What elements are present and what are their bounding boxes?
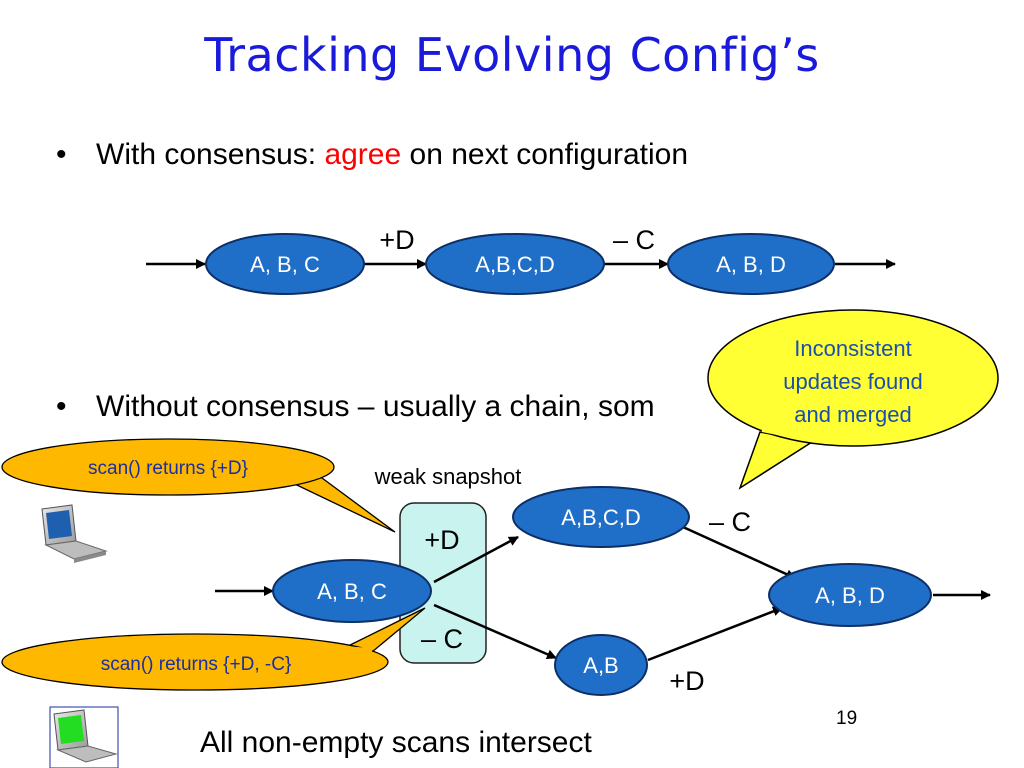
- top-node-abd-label: A, B, D: [716, 252, 786, 277]
- top-node-abc-label: A, B, C: [250, 252, 320, 277]
- top-node-abc: A, B, C: [205, 233, 365, 295]
- bottom-arrow-abcd-to-abd: [682, 525, 796, 580]
- callout-scan-dc-text: scan() returns {+D, -C}: [101, 654, 292, 675]
- snapshot-op-add-d: +D: [424, 525, 459, 555]
- callout-scan-d-text: scan() returns {+D}: [88, 458, 248, 479]
- top-node-abd: A, B, D: [667, 233, 835, 295]
- callout-scan-d: scan() returns {+D}: [1, 438, 396, 533]
- snapshot-op-remove-c: – C: [421, 624, 463, 654]
- laptop-icon: [41, 504, 108, 563]
- bottom-node-ab-label: A,B: [583, 653, 618, 678]
- footer-text: All non-empty scans intersect: [200, 726, 592, 759]
- bullet-text-suffix: on next configuration: [401, 138, 689, 171]
- bottom-node-ab: A,B: [554, 634, 648, 696]
- bottom-node-abcd: A,B,C,D: [512, 486, 690, 548]
- bullet-consensus: • With consensus: agree on next configura…: [56, 138, 688, 172]
- bottom-arrow-to-abcd: [433, 535, 519, 584]
- bullet-text: Without consensus – usually a chain, som: [96, 390, 655, 423]
- bubble-line-2: updates found: [783, 369, 922, 394]
- bullet-dot: •: [56, 138, 67, 171]
- top-edge-remove-c: – C: [613, 225, 655, 255]
- bullet-dot: •: [56, 390, 67, 423]
- bullet-no-consensus: • Without consensus – usually a chain, so…: [56, 390, 655, 424]
- bullet-highlight: agree: [324, 138, 402, 171]
- top-node-abcd-label: A,B,C,D: [475, 252, 554, 277]
- callout-scan-dc: scan() returns {+D, -C}: [1, 607, 426, 691]
- bottom-edge-remove-c: – C: [709, 507, 751, 537]
- bullet-text-prefix: With consensus:: [96, 138, 325, 171]
- laptop-icon-active: [49, 706, 119, 768]
- slide-title: Tracking Evolving Config’s: [204, 28, 820, 82]
- page-number: 19: [836, 708, 858, 729]
- bubble-line-1: Inconsistent: [794, 336, 911, 361]
- bottom-arrow-ab-to-abd: [647, 606, 783, 662]
- bottom-node-abcd-label: A,B,C,D: [561, 505, 640, 530]
- bottom-edge-add-d: +D: [669, 666, 704, 696]
- bottom-arrow-to-ab: [433, 603, 557, 660]
- bottom-node-abc: A, B, C: [272, 559, 432, 623]
- weak-snapshot-label: weak snapshot: [374, 464, 522, 489]
- bottom-node-abc-label: A, B, C: [317, 579, 387, 604]
- bottom-node-abd: A, B, D: [768, 563, 932, 627]
- bottom-node-abd-label: A, B, D: [815, 583, 885, 608]
- top-node-abcd: A,B,C,D: [425, 233, 605, 295]
- merge-speech-bubble: Inconsistent updates found and merged: [707, 309, 999, 490]
- bubble-line-3: and merged: [794, 402, 911, 427]
- top-edge-add-d: +D: [379, 225, 414, 255]
